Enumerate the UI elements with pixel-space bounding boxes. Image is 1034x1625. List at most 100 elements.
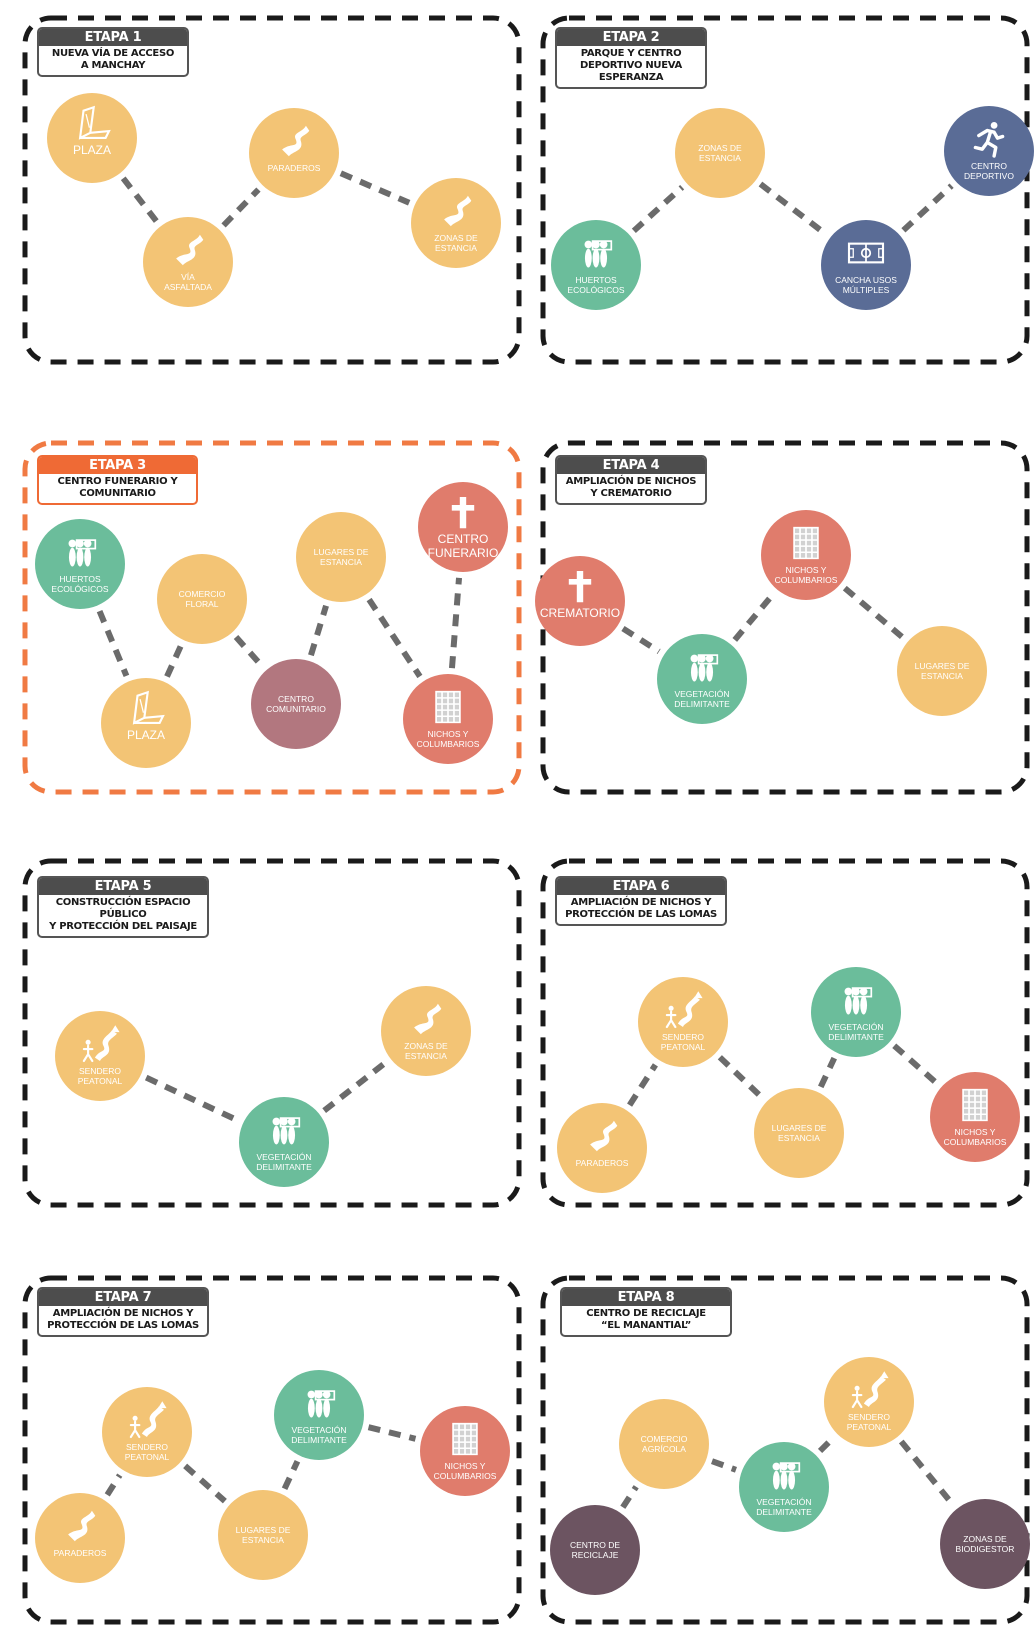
stage-subtitle: NUEVA VÍA DE ACCESO A MANCHAY bbox=[51, 48, 175, 71]
node-plaza: PLAZA bbox=[101, 678, 191, 768]
node-label: PARADEROS bbox=[576, 1158, 629, 1168]
connector-line bbox=[120, 176, 160, 224]
connector-line bbox=[817, 1435, 836, 1454]
stage-label: ETAPA 6 bbox=[557, 878, 725, 895]
niches-icon bbox=[793, 526, 819, 560]
connector-line bbox=[620, 1485, 639, 1509]
stage-frame bbox=[540, 858, 1030, 1208]
stage-subtitle: CENTRO FUNERARIO Y COMUNITARIO bbox=[57, 476, 178, 499]
garden-icon bbox=[307, 1390, 336, 1418]
hiker-icon bbox=[851, 1371, 889, 1409]
connector-line bbox=[842, 585, 906, 641]
plaza-icon bbox=[78, 105, 111, 140]
road-icon bbox=[590, 1120, 618, 1152]
hiker-icon bbox=[129, 1401, 167, 1439]
node-label: CREMATORIO bbox=[540, 606, 620, 620]
connector-line bbox=[901, 183, 954, 233]
stage-label: ETAPA 3 bbox=[39, 457, 196, 474]
connector-line bbox=[281, 1459, 301, 1491]
runner-icon bbox=[973, 122, 1005, 158]
stage-frame bbox=[540, 1275, 1030, 1625]
niches-icon bbox=[452, 1422, 478, 1456]
road-icon bbox=[68, 1510, 96, 1542]
stage-subtitle: AMPLIACIÓN DE NICHOS Y PROTECCIÓN DE LAS… bbox=[47, 1308, 199, 1331]
road-icon bbox=[176, 234, 204, 266]
stage-title-box: ETAPA 3 CENTRO FUNERARIO Y COMUNITARIO bbox=[37, 455, 198, 505]
connector-line bbox=[164, 644, 184, 678]
node-plaza: PLAZA bbox=[47, 93, 137, 183]
connector-line bbox=[631, 184, 685, 234]
road-icon bbox=[282, 125, 310, 157]
stage-label: ETAPA 8 bbox=[562, 1289, 730, 1306]
node-road: PARADEROS bbox=[557, 1103, 647, 1193]
hiker-icon bbox=[82, 1025, 120, 1063]
stage-frame bbox=[22, 858, 522, 1208]
plaza-icon bbox=[132, 690, 165, 725]
connector-line bbox=[96, 609, 130, 678]
garden-icon bbox=[272, 1117, 301, 1145]
node-road: PARADEROS bbox=[35, 1493, 125, 1583]
stage-label: ETAPA 4 bbox=[557, 457, 705, 474]
connector-line bbox=[818, 1056, 837, 1089]
connector-line bbox=[221, 187, 261, 228]
connector-line bbox=[183, 1463, 227, 1504]
node-label: PLAZA bbox=[127, 728, 165, 742]
connector-line bbox=[144, 1074, 240, 1124]
connector-line bbox=[758, 181, 828, 237]
connector-line bbox=[710, 1458, 738, 1473]
stage-frame bbox=[22, 15, 522, 365]
connector-line bbox=[104, 1473, 123, 1497]
garden-icon bbox=[584, 240, 613, 268]
